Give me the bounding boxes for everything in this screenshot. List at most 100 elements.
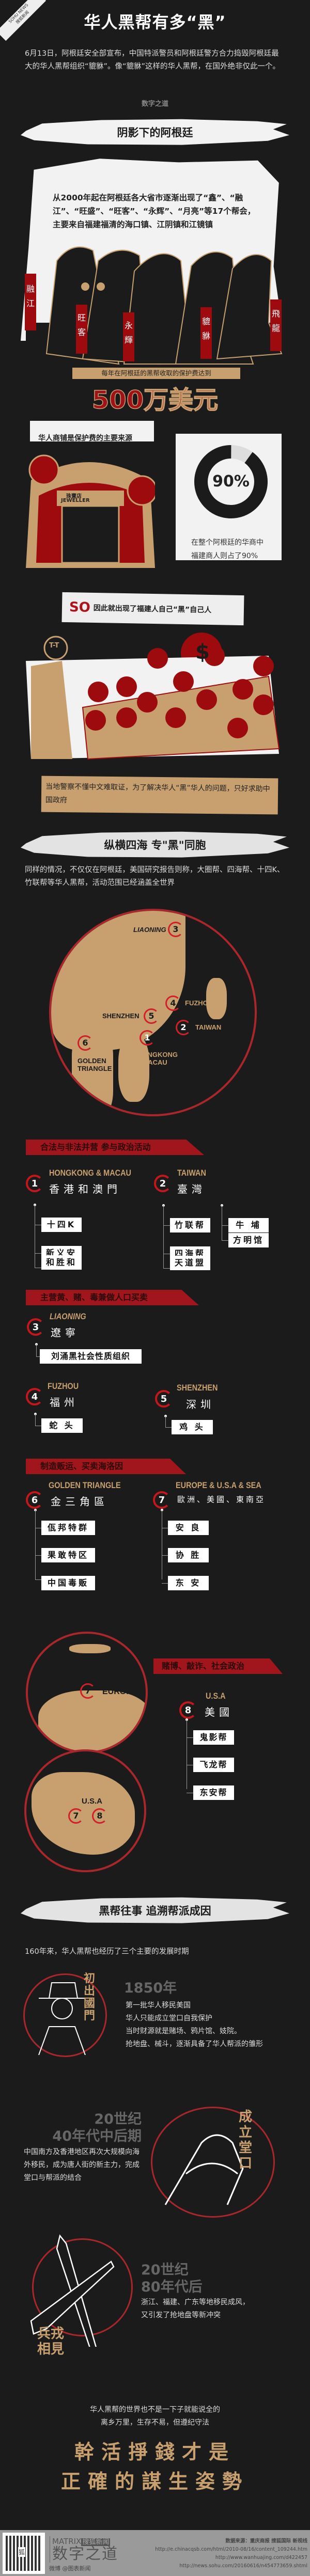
gang-box: 飞龙帮: [193, 1758, 234, 1772]
region-badge: 7: [153, 1491, 171, 1509]
closing-text: 华人黑帮的世界也不是一下子就能说全的离乡万里，生存不易，但遵纪守法: [90, 2406, 220, 2427]
region-cn: 香港和澳門: [49, 1183, 121, 1195]
era-tag: 初出國門: [84, 1972, 96, 2022]
section-title-argentina: 阴影下的阿根廷: [21, 119, 289, 145]
region-badge: 4: [26, 1388, 43, 1405]
map-marker: 1: [140, 1030, 155, 1046]
page-title: 华人黑帮有多“黑”: [84, 12, 226, 32]
region-en: EUROPE & U.S.A & SEA: [176, 1480, 261, 1490]
region-en: TAIWAN: [177, 1168, 206, 1178]
era-period: 1850年: [124, 1980, 177, 1996]
jewellery-shop-illustration: [26, 454, 155, 568]
gang-tag: 飛龍: [270, 299, 282, 351]
qr-code[interactable]: 狐: [3, 2533, 45, 2574]
category-banner: 制造贩运、买卖海洛因: [26, 1459, 186, 1474]
protection-fee-amount: 500万美元: [91, 385, 219, 415]
dollar-icon: $: [195, 640, 210, 664]
gang-box: 和胜和: [41, 1255, 82, 1270]
region-badge: 5: [155, 1390, 173, 1408]
era-text: 中国南方及香港地区再次大规模向海外移民，成为唐人街的新主力，完成堂口与帮派的结合: [24, 2148, 140, 2182]
gang-box: 鬼影帮: [193, 1730, 234, 1745]
lead-text: 从2000年起在阿根廷各大省市逐渐出现了“鑫”、“融江”、“旺盛”、“旺客”、“…: [53, 193, 256, 229]
closing-slogan-2: 正確的謀生姿勢: [60, 2470, 249, 2493]
gang-box: 方明馆: [228, 1233, 269, 1247]
so-banner: SO 因此就出现了福建人自己“黑”自己人: [61, 592, 244, 626]
shop-sign-cn: 珠寶店: [66, 494, 82, 499]
so-text: 因此就出现了福建人自己“黑”自己人: [93, 604, 212, 614]
map-label-liaoning: LIAONING: [133, 926, 166, 934]
source-link[interactable]: http://e.chinacqsb.com/html/2010-08/16/c…: [155, 2547, 307, 2552]
donut-caption: 在整个阿根廷的华商中福建商人则占了90%: [191, 539, 264, 560]
source-link[interactable]: http://www.wanhuajing.com/d422457: [215, 2555, 307, 2561]
police-caption: 当地警察不懂中文难取证，为了解决华人“黑”华人的问题，只好求助中国政府: [41, 776, 278, 815]
donut-value-arc: [194, 445, 268, 518]
map-label-fuzhou: FUZHOU: [185, 999, 213, 1007]
crying-face-bubble: T-T: [49, 642, 59, 650]
shops-caption-panel: [30, 421, 154, 441]
region-en: LIAONING: [50, 1311, 86, 1321]
source-link[interactable]: http://news.sohu.com/20160616/n454773659…: [179, 2563, 307, 2569]
gang-box: 协 胜: [168, 1548, 209, 1562]
shop-sign-en: JEWELLER: [61, 498, 90, 503]
gang-box: 中国毒贩: [41, 1576, 95, 1590]
gang-box: 蛇 头: [41, 1418, 83, 1433]
region-en: HONGKONG & MACAU: [49, 1168, 131, 1178]
region-cn: 深圳: [186, 1398, 215, 1411]
crowd-illustration: [26, 633, 280, 760]
map-marker: 7: [68, 1808, 84, 1824]
europe-map: [26, 1632, 148, 1753]
gang-box: 天道盟: [170, 1256, 210, 1270]
gang-box: 十四K: [41, 1218, 82, 1232]
region-cn: 金三角區: [51, 1495, 109, 1508]
region-badge: 6: [26, 1491, 43, 1509]
region-badge: 1: [26, 1175, 43, 1192]
section-title-worldwide: 纵横四海 专"黑"同胞: [21, 831, 289, 858]
era-1940s-illustration: [151, 2107, 275, 2218]
gang-box: 佤邦特群: [41, 1521, 95, 1535]
map-label-usa: U.S.A: [82, 1797, 103, 1806]
region-cn: 臺灣: [177, 1183, 206, 1195]
era-tag: 兵戎相見: [37, 2326, 65, 2357]
region-badge: 3: [27, 1318, 44, 1336]
era-text: 第一批华人移民美国华人只能成立堂口自我保护当时财源就是赌场、鸦片馆、妓院。抢地盘…: [126, 2001, 263, 2048]
handshake-figure: [164, 2134, 244, 2205]
region-en: GOLDEN TRIANGLE: [49, 1480, 121, 1490]
gang-box: 牛 埔: [228, 1218, 269, 1232]
shops-caption: 华人商铺是保护费的主要来源: [38, 434, 132, 442]
gang-box: 东 安: [168, 1576, 209, 1590]
region-badge: 8: [179, 1701, 197, 1719]
region-cn: 歐洲、美國、東南亞: [177, 1495, 266, 1504]
era-1850-illustration: [23, 1973, 107, 2057]
region-cn: 福州: [50, 1396, 79, 1409]
gang-box: 东安帮: [193, 1785, 234, 1800]
gang-tag: 貔貅: [200, 307, 212, 359]
map-label-europe: EUROPE: [102, 1687, 137, 1696]
source-brand: 数字之道: [141, 100, 168, 108]
category-banner: 合法与非法并营 参与政治活动: [26, 1140, 204, 1155]
section-title-history: 黑帮往事 追溯帮派成因: [21, 1897, 289, 1923]
protection-fee-quote: 每年在阿根廷的黑帮收取的保护费达到: [72, 368, 240, 379]
map-marker: 8: [92, 1808, 107, 1824]
region-en: SHENZHEN: [177, 1383, 218, 1393]
era-1980s-illustration: [32, 2238, 133, 2336]
map-label-shenzhen: SHENZHEN: [102, 1012, 140, 1020]
region-cn: 美國: [205, 1706, 234, 1718]
so-label: SO: [69, 599, 91, 615]
weibo-handle[interactable]: 微博 @图表新闻: [49, 2565, 91, 2572]
gang-tag: 永輝: [123, 312, 134, 361]
region-en: FUZHOU: [48, 1381, 79, 1391]
closing-slogan-1: 幹活掙錢才是: [74, 2440, 236, 2463]
era-text: 浙江、福建、广东等地移民成风，又引发了抢地盘等新冲突: [141, 2298, 250, 2319]
donut-label: 90%: [212, 472, 250, 491]
map-marker: 3: [168, 922, 183, 937]
usa-map: [24, 1749, 146, 1872]
worldwide-paragraph: 同样的情况，不仅仅在阿根廷，美国研究报告则称，大圈帮、四海帮、十四K、竹联帮等华…: [25, 866, 285, 887]
map-marker: 4: [165, 995, 181, 1011]
gangsters-illustration: [26, 246, 284, 367]
map-marker: 5: [144, 1008, 159, 1024]
